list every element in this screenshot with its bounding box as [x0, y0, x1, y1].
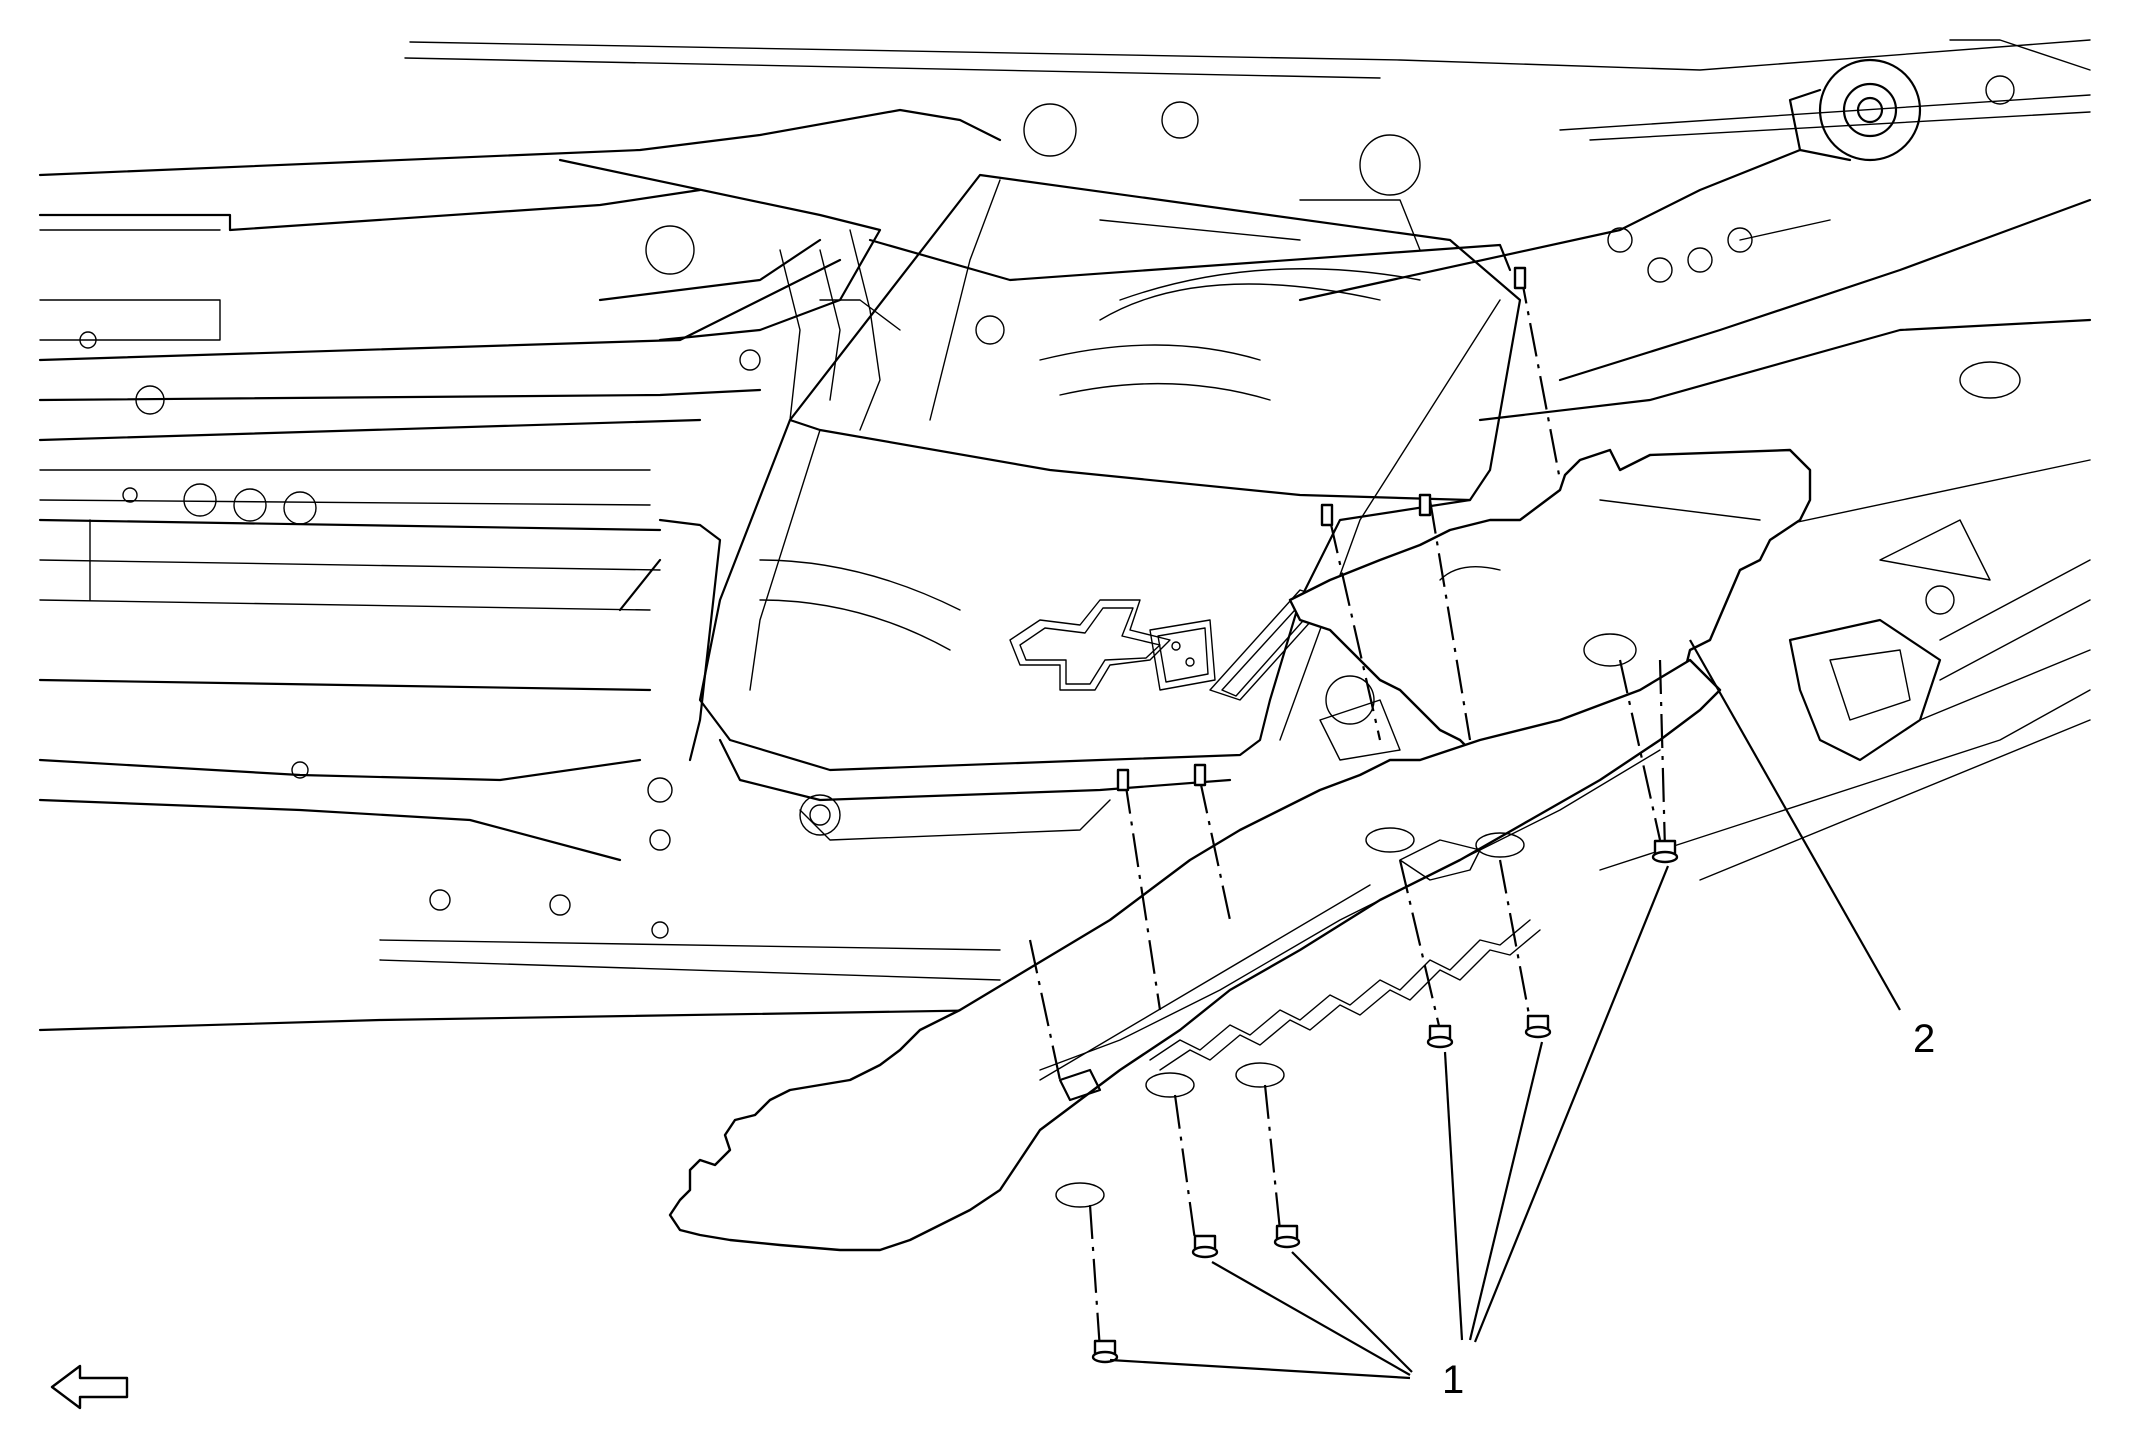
- fastener-icon: [1426, 1024, 1454, 1049]
- fastener-icon: [1524, 1014, 1552, 1039]
- leader-lines: [1109, 639, 1901, 1380]
- shield-2-fastener-hole: [1583, 633, 1637, 667]
- fasteners: [1091, 266, 1679, 1364]
- callout-1: 1: [1442, 1358, 1464, 1402]
- fastener-icon: [1651, 839, 1679, 864]
- vehicle-underbody-structure: [38, 39, 2092, 1032]
- fastener-icon: [1191, 1234, 1219, 1259]
- shield-ribbing: [1149, 919, 1531, 1061]
- drive-module-housing: [647, 173, 1522, 851]
- shield-1-fastener-holes: [1055, 827, 1525, 1208]
- rail-holes: [79, 101, 1421, 939]
- callout-2: 2: [1913, 1017, 1935, 1061]
- fastener-icon: [1273, 1224, 1301, 1249]
- fastener-icon: [1091, 1339, 1119, 1364]
- stud-icon: [1116, 266, 1527, 792]
- shield-part-1: [668, 658, 1722, 1252]
- arrow-left-icon: [50, 1364, 129, 1410]
- alignment-lines: [1028, 269, 1667, 1351]
